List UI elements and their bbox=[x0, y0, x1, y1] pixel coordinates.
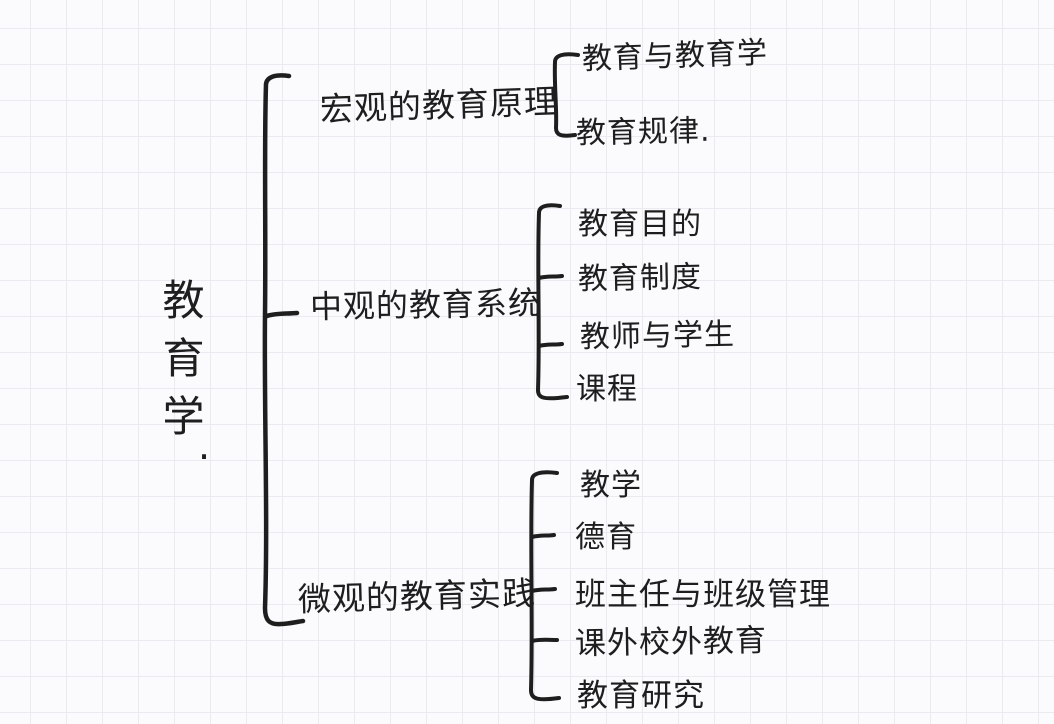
leaf-label: 教育研究 bbox=[577, 678, 705, 714]
root-node-label: 教育学 bbox=[156, 278, 205, 452]
leaf-label: 课程 bbox=[576, 372, 638, 407]
leaf-label: 教育与教育学 bbox=[581, 35, 769, 77]
branch3-tick-2 bbox=[530, 533, 556, 539]
branch2-bracket bbox=[536, 203, 569, 401]
leaf-label: 课外校外教育 bbox=[574, 622, 768, 662]
main-bracket bbox=[262, 73, 306, 627]
branch3-tick-4 bbox=[530, 637, 559, 643]
leaf-label: 教学 bbox=[580, 468, 642, 503]
branch2-tick-2 bbox=[537, 274, 564, 280]
branch-label-micro-practice: 微观的教育实践 bbox=[297, 573, 537, 619]
main-bracket-middle-tick bbox=[264, 310, 300, 319]
branch-label-meso-system: 中观的教育系统 bbox=[309, 283, 542, 326]
branch2-tick-3 bbox=[537, 342, 564, 348]
leaf-label: 班主任与班级管理 bbox=[575, 577, 831, 613]
leaf-label: 教育目的 bbox=[578, 207, 702, 242]
leaf-label: 教育规律. bbox=[575, 113, 711, 151]
branch-label-macro-principles: 宏观的教育原理 bbox=[319, 81, 559, 129]
leaf-label: 教育制度 bbox=[577, 259, 703, 297]
leaf-label: 德育 bbox=[575, 520, 637, 555]
branch1-bracket bbox=[552, 52, 580, 138]
leaf-label: 教师与学生 bbox=[579, 317, 736, 355]
root-period-mark: . bbox=[198, 424, 211, 468]
